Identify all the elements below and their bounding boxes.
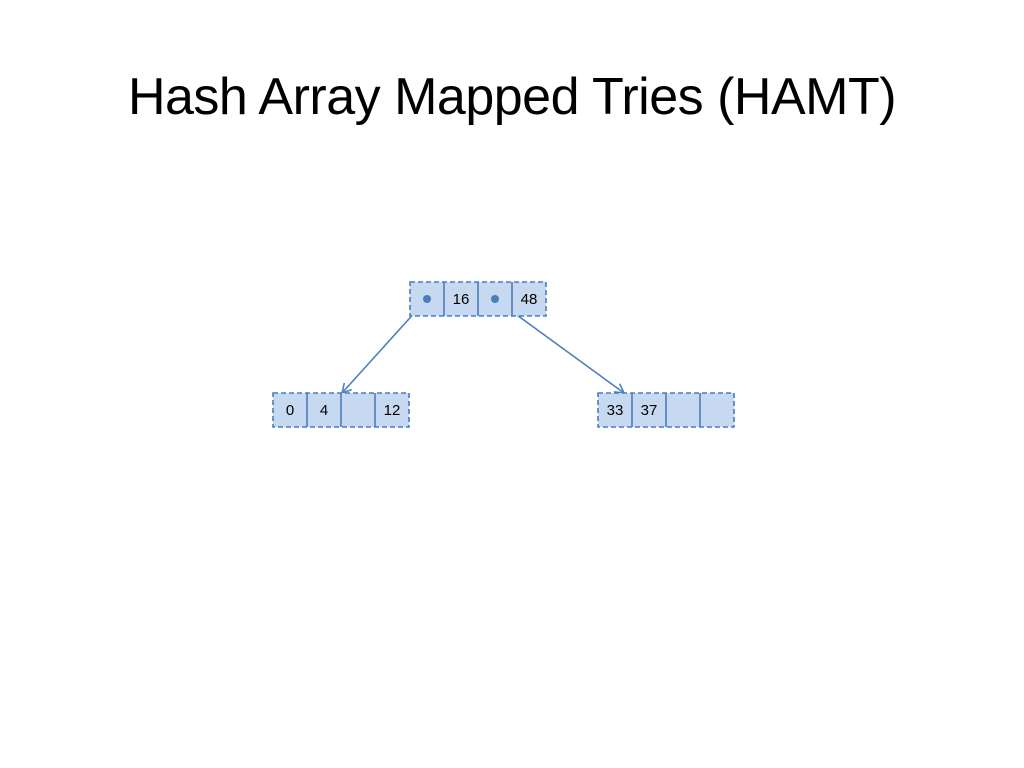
- slide-title: Hash Array Mapped Tries (HAMT): [127, 68, 897, 126]
- left-child-cell-0: 0: [286, 402, 294, 419]
- cell-value: 48: [521, 291, 538, 308]
- cell-value: 0: [286, 402, 294, 419]
- right-child-node: 33 37: [597, 392, 735, 428]
- right-child-border: [597, 392, 735, 428]
- pointer-dot-icon: [423, 295, 431, 303]
- cell-value: 12: [384, 402, 401, 419]
- cell-value: 37: [641, 402, 658, 419]
- left-child-border: [272, 392, 410, 428]
- left-child-cell-1: 4: [306, 393, 328, 427]
- left-child-cell-3: 12: [374, 393, 401, 427]
- cell-value: 4: [320, 402, 328, 419]
- pointer-dot-icon: [491, 295, 499, 303]
- right-child-cell-1: 37: [631, 393, 658, 427]
- root-border: [409, 281, 547, 317]
- right-child-cell-0: 33: [607, 402, 624, 419]
- root-cell-0-pointer: [423, 295, 431, 303]
- cell-value: 33: [607, 402, 624, 419]
- root-cell-1: 16: [443, 282, 470, 316]
- root-cell-3: 48: [511, 282, 538, 316]
- root-cell-2-pointer: [477, 282, 499, 316]
- cell-value: 16: [453, 291, 470, 308]
- left-child-node: 0 4 12: [272, 392, 410, 428]
